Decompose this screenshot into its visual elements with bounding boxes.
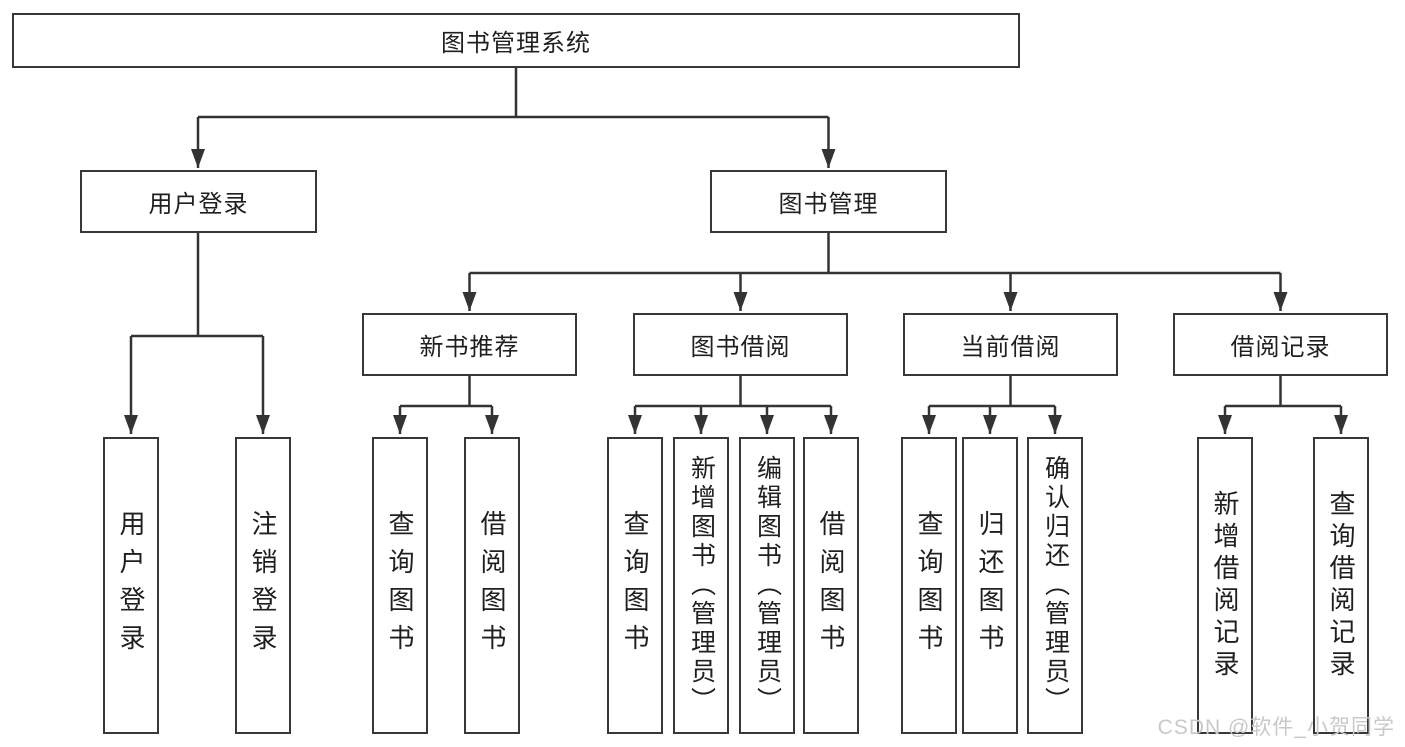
leaf-label: 新增借阅记录 [1210,489,1240,682]
leaf-label: 注销登录 [248,509,278,662]
leaf-label: 归还图书 [975,509,1005,662]
node-current-borrowing: 当前借阅 [903,313,1118,376]
leaf-borrow-edit-books-admin: 编辑图书（管理员） [739,437,795,734]
leaf-current-return-books: 归还图书 [962,437,1018,734]
leaf-records-query-record: 查询借阅记录 [1313,437,1369,734]
leaf-label: 借阅图书 [816,509,846,662]
node-label: 新书推荐 [419,334,520,361]
leaf-label: 查询图书 [914,509,944,662]
leaf-label: 新增图书（管理员） [687,455,716,716]
leaf-borrow-query-books: 查询图书 [607,437,663,734]
node-user-login-branch: 用户登录 [80,170,317,233]
leaf-label: 查询借阅记录 [1326,489,1356,682]
leaf-label: 用户登录 [116,509,146,662]
node-book-management-branch: 图书管理 [710,170,947,233]
node-label: 图书借阅 [690,334,791,361]
leaf-label: 确认归还（管理员） [1041,455,1070,716]
node-label: 用户登录 [148,191,249,218]
leaf-label: 查询图书 [385,509,415,662]
node-label: 当前借阅 [960,334,1061,361]
leaf-label: 借阅图书 [477,509,507,662]
leaf-logout: 注销登录 [235,437,291,734]
leaf-label: 查询图书 [620,509,650,662]
node-book-borrowing: 图书借阅 [633,313,848,376]
node-label: 借阅记录 [1230,334,1331,361]
leaf-current-confirm-return-admin: 确认归还（管理员） [1027,437,1083,734]
csdn-watermark: CSDN @软件_小贺同学 [1157,716,1395,739]
node-borrowing-records: 借阅记录 [1173,313,1388,376]
leaf-current-query-books: 查询图书 [901,437,957,734]
node-new-book-recommend: 新书推荐 [362,313,577,376]
node-label: 图书管理系统 [441,30,591,57]
leaf-newrec-borrow-books: 借阅图书 [464,437,520,734]
node-label: 图书管理 [778,191,879,218]
leaf-label: 编辑图书（管理员） [753,455,782,716]
leaf-records-add-record: 新增借阅记录 [1197,437,1253,734]
leaf-user-login: 用户登录 [103,437,159,734]
node-root-system: 图书管理系统 [12,13,1020,68]
leaf-newrec-query-books: 查询图书 [372,437,428,734]
leaf-borrow-add-books-admin: 新增图书（管理员） [673,437,729,734]
leaf-borrow-borrow-books: 借阅图书 [803,437,859,734]
